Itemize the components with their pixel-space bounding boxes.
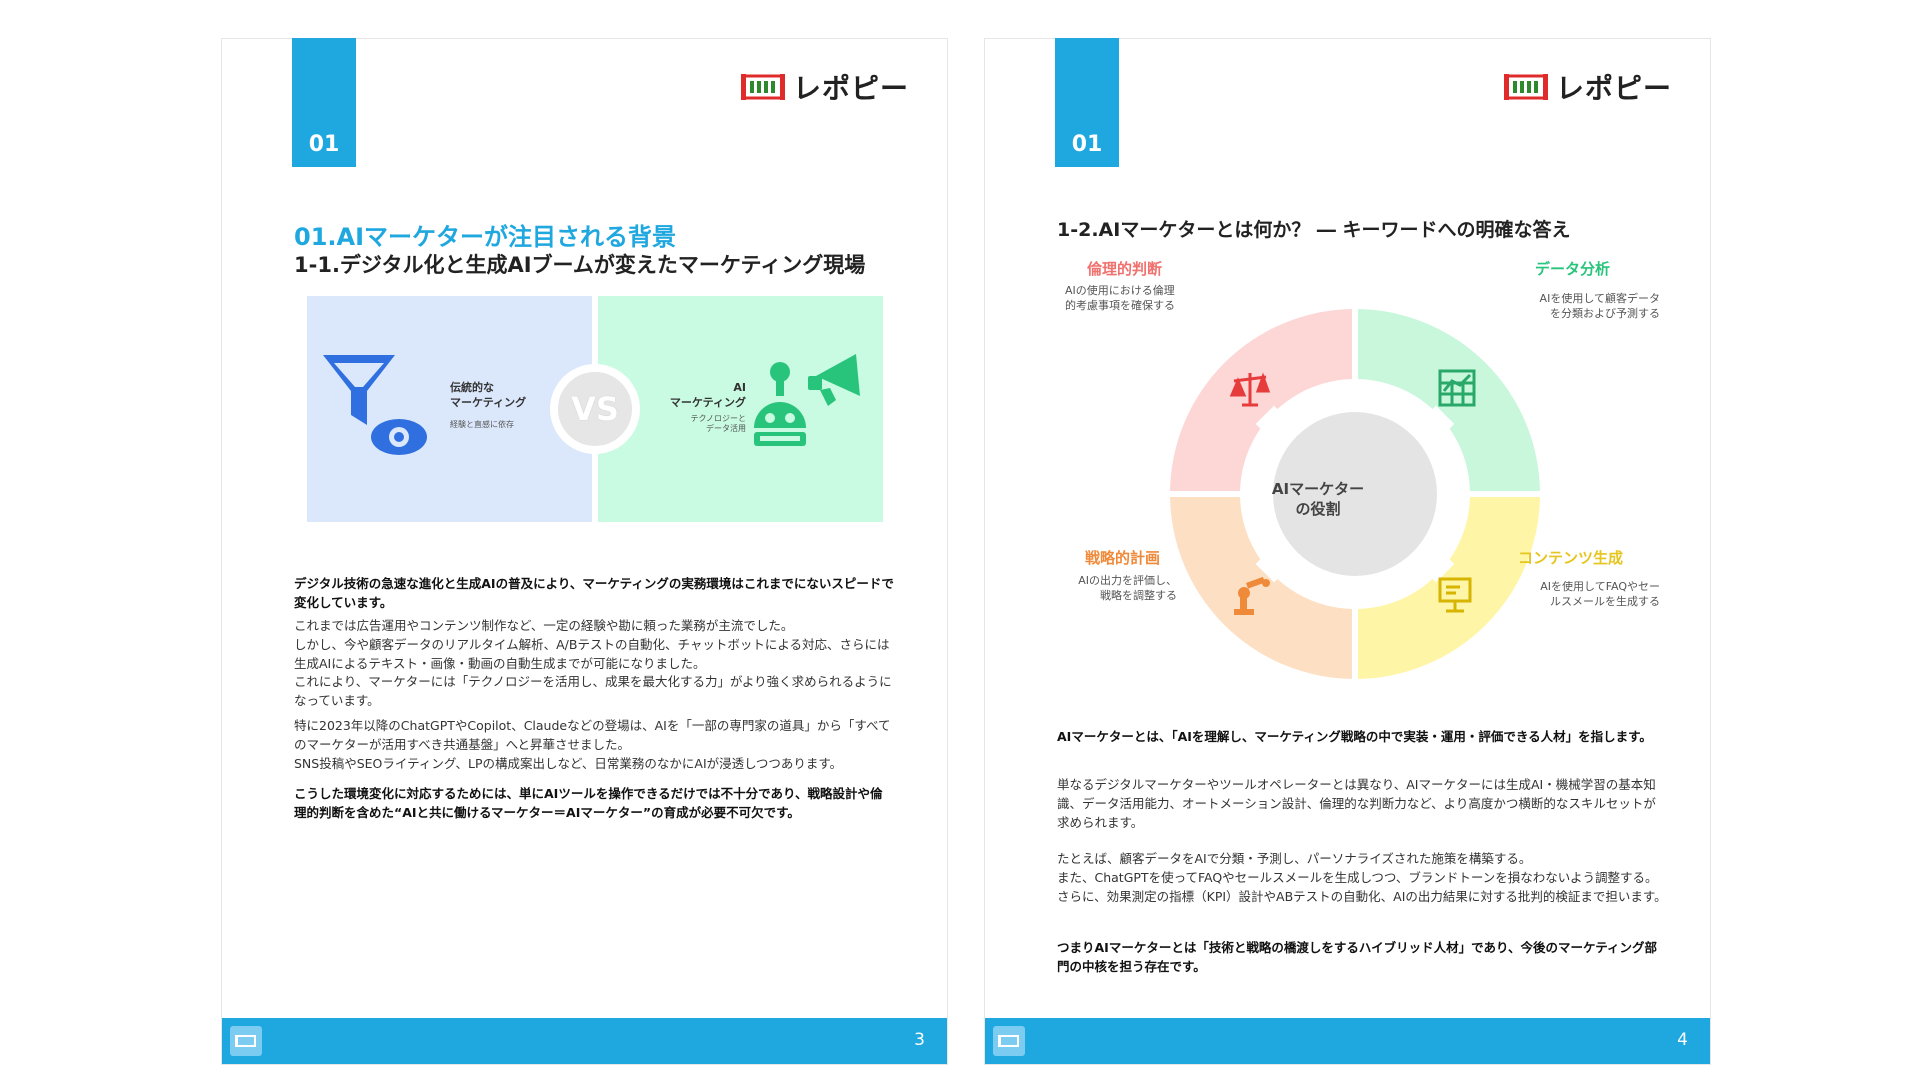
- funnel-eye-icon: [323, 355, 427, 455]
- traditional-panel: 伝統的な マーケティング 経験と直感に依存: [307, 296, 592, 522]
- ai-label-2: マーケティング: [669, 395, 746, 409]
- quadrant-strategy-desc-2: 戦略を調整する: [1100, 589, 1177, 603]
- traditional-label-1: 伝統的な: [450, 381, 494, 394]
- page-title: 1-2.AIマーケターとは何か？ ― キーワードへの明確な答え: [1057, 219, 1571, 241]
- ai-panel: AI マーケティング テクノロジーと データ活用: [598, 296, 883, 522]
- quadrant-strategy-desc-1: AIの出力を評価し、: [1078, 574, 1177, 587]
- ai-label-1: AI: [733, 381, 746, 394]
- vs-illustration: 伝統的な マーケティング 経験と直感に依存 AI マーケティング テクノロジーと…: [307, 296, 883, 522]
- section-title: 01.AIマーケターが注目される背景: [294, 223, 677, 251]
- page-number: 3: [914, 1030, 925, 1050]
- page-4: 01 レポピー 1-2.AIマーケターとは何か？ ― キーワードへの明確な答え: [984, 38, 1711, 1065]
- quadrant-content-title: コンテンツ生成: [1518, 549, 1624, 567]
- quadrant-content-desc-2: ルスメールを生成する: [1550, 595, 1660, 609]
- monitor-icon: [1438, 577, 1472, 613]
- quadrant-data-desc-1: AIを使用して顧客データ: [1539, 292, 1660, 305]
- p3-paragraph-2-line-3: これにより、マーケターには「テクノロジーを活用し、成果を最大化する力」がより強く…: [294, 674, 892, 708]
- logo-text: レポピー: [1555, 72, 1672, 105]
- p3-paragraph-4: こうした環境変化に対応するためには、単にAIツールを操作できるだけでは不十分であ…: [294, 786, 883, 820]
- quadrant-content-desc-1: AIを使用してFAQやセー: [1540, 580, 1660, 593]
- p3-paragraph-2-line-2: しかし、今や顧客データのリアルタイム解析、A/Bテストの自動化、チャットボットに…: [294, 636, 890, 671]
- role-wheel: [1170, 309, 1540, 679]
- p3-paragraph-2-line-1: これまでは広告運用やコンテンツ制作など、一定の経験や勘に頼った業務が主流でした。: [294, 618, 794, 633]
- brand-logo: レポピー: [740, 67, 909, 107]
- quadrant-ethics-desc-2: 的考慮事項を確保する: [1065, 299, 1175, 313]
- p4-paragraph-3-line-2: また、ChatGPTを使ってFAQやセールスメールを生成しつつ、ブランドトーンを…: [1057, 869, 1667, 904]
- brand-logo: レポピー: [1503, 67, 1672, 107]
- traditional-sub: 経験と直感に依存: [450, 420, 514, 429]
- chapter-tab: 01: [292, 38, 356, 167]
- wheel-center-label: AIマーケター の役割: [1263, 479, 1373, 520]
- quadrant-ethics-title: 倫理的判断: [1087, 260, 1163, 278]
- robot-megaphone-icon: [754, 354, 860, 446]
- quadrant-ethics-desc-1: AIの使用における倫理: [1065, 284, 1175, 297]
- center-line-1: AIマーケター: [1271, 480, 1365, 498]
- vs-badge: VS: [550, 364, 640, 454]
- p4-paragraph-1: AIマーケターとは、「AIを理解し、マーケティング戦略の中で実装・運用・評価でき…: [1057, 729, 1652, 744]
- page-number: 4: [1677, 1030, 1688, 1050]
- chart-grid-icon: [1438, 369, 1476, 407]
- quadrant-data-desc-2: を分類および予測する: [1550, 307, 1660, 321]
- page-3: 01 レポピー 01.AIマーケターが注目される背景 1-1.デジタル化と生成A…: [221, 38, 948, 1065]
- footer-scroll-icon: [230, 1026, 262, 1056]
- scroll-icon: [1503, 74, 1548, 100]
- p3-paragraph-1: デジタル技術の急速な進化と生成AIの普及により、マーケティングの実務環境はこれま…: [294, 576, 894, 610]
- p4-paragraph-3-line-1: たとえば、顧客データをAIで分類・予測し、パーソナライズされた施策を構築する。: [1057, 851, 1532, 866]
- page-footer: 4: [985, 1018, 1710, 1064]
- ai-sub-1: テクノロジーと: [690, 414, 746, 423]
- p4-paragraph-4: つまりAIマーケターとは「技術と戦略の橋渡しをするハイブリッド人材」であり、今後…: [1057, 940, 1657, 974]
- quadrant-strategy-title: 戦略的計画: [1085, 549, 1161, 567]
- subtitle: 1-1.デジタル化と生成AIブームが変えたマーケティング現場: [294, 253, 866, 277]
- chapter-tab: 01: [1055, 38, 1119, 167]
- quadrant-data-title: データ分析: [1535, 260, 1611, 278]
- logo-text: レポピー: [792, 72, 909, 105]
- ai-sub-2: データ活用: [706, 424, 746, 434]
- robot-arm-icon: [1234, 576, 1270, 615]
- p3-paragraph-3-line-2: SNS投稿やSEOライティング、LPの構成案出しなど、日常業務のなかにAIが浸透…: [294, 755, 843, 771]
- scale-icon: [1229, 372, 1271, 407]
- footer-scroll-icon: [993, 1026, 1025, 1056]
- page-footer: 3: [222, 1018, 947, 1064]
- scroll-icon: [740, 74, 785, 100]
- p3-paragraph-3-line-1: 特に2023年以降のChatGPTやCopilot、Claudeなどの登場は、A…: [294, 718, 891, 752]
- p4-paragraph-2: 単なるデジタルマーケターやツールオペレーターとは異なり、AIマーケターには生成A…: [1057, 777, 1656, 830]
- center-line-2: の役割: [1295, 500, 1341, 519]
- traditional-label-2: マーケティング: [450, 395, 527, 409]
